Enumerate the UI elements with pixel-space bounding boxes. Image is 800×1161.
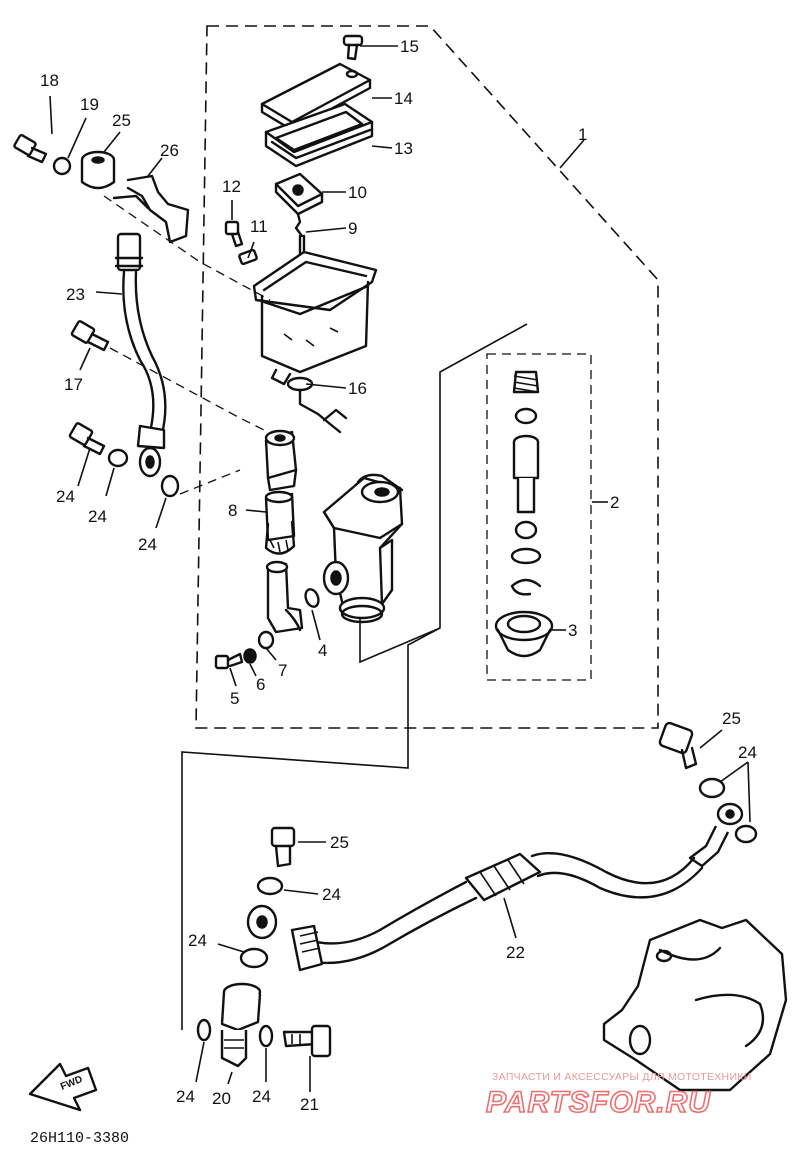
callout-16: 16 xyxy=(348,379,367,398)
watermark: ЗАПЧАСТИ И АКСЕССУАРЫ ДЛЯ МОТОТЕХНИКИ PA… xyxy=(485,1071,752,1120)
washer-24-f xyxy=(239,947,269,969)
o-ring-4 xyxy=(304,588,320,608)
bolt-21 xyxy=(282,1024,332,1058)
callout-5: 5 xyxy=(230,689,239,708)
fwd-arrow: FWD xyxy=(28,1062,98,1112)
callout-18: 18 xyxy=(40,71,59,90)
washer-24-e xyxy=(256,876,284,896)
callout-27: 26 xyxy=(160,141,179,160)
cap-screw-15 xyxy=(342,34,364,61)
piston-kit-2-boundary xyxy=(486,353,592,681)
union-bolt-25-lower xyxy=(270,826,296,868)
reservoir-tank xyxy=(252,250,378,386)
callout-24-a: 24 xyxy=(88,507,107,526)
washer-24-h xyxy=(258,1024,274,1048)
callout-6: 6 xyxy=(256,675,265,694)
washer-24-a xyxy=(107,448,129,468)
callout-7: 7 xyxy=(278,661,287,680)
callout-22: 22 xyxy=(506,943,525,962)
dashline-23 xyxy=(109,347,265,431)
upper-fitting xyxy=(264,429,298,492)
callout-labels: 15 14 13 1 12 10 11 9 16 2 3 8 4 7 6 5 1… xyxy=(40,37,757,1114)
screw-5 xyxy=(214,652,244,670)
clamp-16 xyxy=(286,376,348,434)
callout-10: 10 xyxy=(348,183,367,202)
dashline-27 xyxy=(103,195,271,301)
watermark-tagline: ЗАПЧАСТИ И АКСЕССУАРЫ ДЛЯ МОТОТЕХНИКИ xyxy=(492,1071,752,1083)
callout-25-lower: 25 xyxy=(330,833,349,852)
washer-24-c xyxy=(698,777,726,799)
washer-piston xyxy=(510,547,542,565)
callout-3: 3 xyxy=(568,621,577,640)
watermark-brand: PARTSFOR.RU xyxy=(486,1086,711,1119)
bolt-12 xyxy=(224,220,244,248)
callout-15: 15 xyxy=(400,37,419,56)
callout-21: 21 xyxy=(300,1095,319,1114)
callout-1: 1 xyxy=(578,125,587,144)
washer-24-d xyxy=(734,824,758,844)
piston-spring xyxy=(512,370,540,394)
fitting-elbow xyxy=(265,560,304,634)
callout-14: 14 xyxy=(394,89,413,108)
group-line-piston xyxy=(181,323,528,1030)
bolt-18 xyxy=(13,133,48,164)
assembly-1-boundary xyxy=(195,25,659,729)
callout-20: 20 xyxy=(212,1089,231,1108)
engine-case xyxy=(602,918,788,1092)
diaphragm-13 xyxy=(264,102,374,168)
piston-cup-small xyxy=(514,407,538,425)
drawing-code: 26H110-3380 xyxy=(30,1130,129,1147)
callout-13: 13 xyxy=(394,139,413,158)
grommet-26 xyxy=(80,150,116,190)
callout-4: 4 xyxy=(318,641,327,660)
callout-24-d: 24 xyxy=(322,885,341,904)
washer-19 xyxy=(52,156,72,176)
callout-11: 11 xyxy=(250,217,268,236)
callout-24-c: 24 xyxy=(738,743,757,762)
hose-8 xyxy=(264,490,296,555)
callout-24-e: 24 xyxy=(188,931,207,950)
callout-12: 12 xyxy=(222,177,241,196)
callout-2: 2 xyxy=(610,493,619,512)
callout-8: 8 xyxy=(228,501,237,520)
union-bolt-25-upper xyxy=(68,422,106,456)
leader-lines xyxy=(49,45,751,1092)
callout-17: 17 xyxy=(64,375,83,394)
callout-24-f: 24 xyxy=(176,1087,195,1106)
union-bolt-25-right xyxy=(658,721,698,770)
washer-24-g xyxy=(196,1018,212,1042)
callout-23: 23 xyxy=(66,285,85,304)
callout-19: 19 xyxy=(80,95,99,114)
washer-24-b xyxy=(160,474,180,498)
piston xyxy=(512,434,540,514)
fitting-20 xyxy=(220,982,262,1068)
callout-25-upper: 24 xyxy=(56,487,75,506)
bracket-27 xyxy=(112,174,190,244)
hose-23 xyxy=(114,232,167,478)
circlip xyxy=(510,578,542,596)
callout-9: 9 xyxy=(348,219,357,238)
callout-26: 25 xyxy=(112,111,131,130)
hose-22 xyxy=(246,802,744,972)
washer-6 xyxy=(243,648,257,664)
dashline-24b xyxy=(179,469,241,495)
dust-boot-3 xyxy=(494,610,554,658)
master-cylinder-body xyxy=(322,473,404,624)
callout-24-g: 24 xyxy=(252,1087,271,1106)
washer-7 xyxy=(257,630,275,650)
callout-24-b: 24 xyxy=(138,535,157,554)
piston-cup xyxy=(514,520,538,540)
callout-25-right: 25 xyxy=(722,709,741,728)
plate-10 xyxy=(274,172,324,216)
bolt-17 xyxy=(70,320,110,352)
